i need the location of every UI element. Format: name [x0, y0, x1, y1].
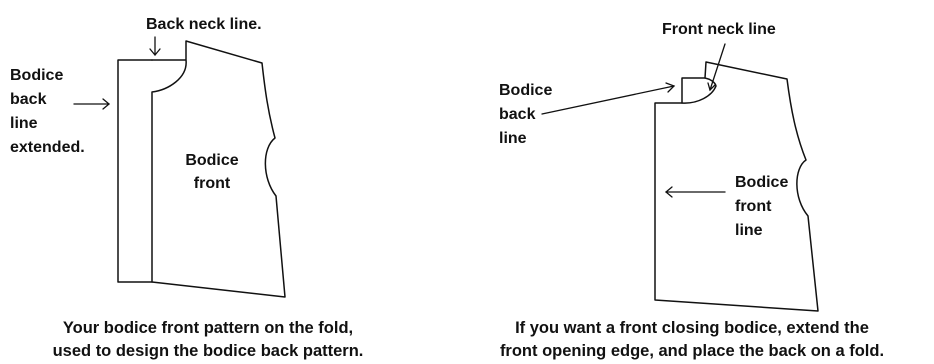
- svg-text:If you want a front closing bo: If you want a front closing bodice, exte…: [515, 319, 869, 337]
- back-neck-line-arrow: [149, 36, 161, 57]
- svg-text:extended.: extended.: [10, 139, 85, 156]
- svg-text:Bodice: Bodice: [10, 67, 63, 84]
- left-figure: Back neck line. Bodice back line extende…: [10, 16, 363, 360]
- bodice-front-label: Bodice front: [185, 152, 238, 192]
- front-neck-line-arrow: [707, 43, 726, 92]
- svg-text:Your bodice front pattern on t: Your bodice front pattern on the fold,: [63, 319, 353, 337]
- svg-text:front opening edge, and place: front opening edge, and place the back o…: [500, 342, 884, 360]
- right-figure: Front neck line Bodice back line Bodice …: [499, 21, 884, 360]
- svg-text:line: line: [735, 222, 763, 239]
- svg-text:front: front: [735, 198, 772, 215]
- bodice-front-line-label: Bodice front line: [735, 174, 788, 239]
- svg-text:Bodice: Bodice: [499, 82, 552, 99]
- svg-text:Bodice: Bodice: [735, 174, 788, 191]
- right-figure-caption: If you want a front closing bodice, exte…: [500, 319, 884, 360]
- svg-text:line: line: [499, 130, 527, 147]
- bodice-front-line-arrow: [664, 186, 726, 198]
- svg-text:back: back: [499, 106, 536, 123]
- bodice-back-line-arrow: [541, 82, 676, 115]
- bodice-back-line-extended-label: Bodice back line extended.: [10, 67, 85, 156]
- bodice-back-line-rectangle: [681, 77, 706, 104]
- bodice-back-line-extended-arrow: [73, 98, 111, 110]
- svg-text:Bodice: Bodice: [185, 152, 238, 169]
- back-neck-line-label: Back neck line.: [146, 16, 262, 33]
- svg-text:used to design the bodice back: used to design the bodice back pattern.: [53, 342, 364, 360]
- bodice-front-outline-left: [151, 40, 286, 298]
- bodice-back-line-label: Bodice back line: [499, 82, 552, 147]
- svg-text:line: line: [10, 115, 38, 132]
- svg-text:back: back: [10, 91, 47, 108]
- left-figure-caption: Your bodice front pattern on the fold, u…: [53, 319, 364, 360]
- svg-text:front: front: [194, 175, 231, 192]
- bodice-back-extension-outline: [117, 59, 153, 283]
- front-neck-line-label: Front neck line: [662, 21, 776, 38]
